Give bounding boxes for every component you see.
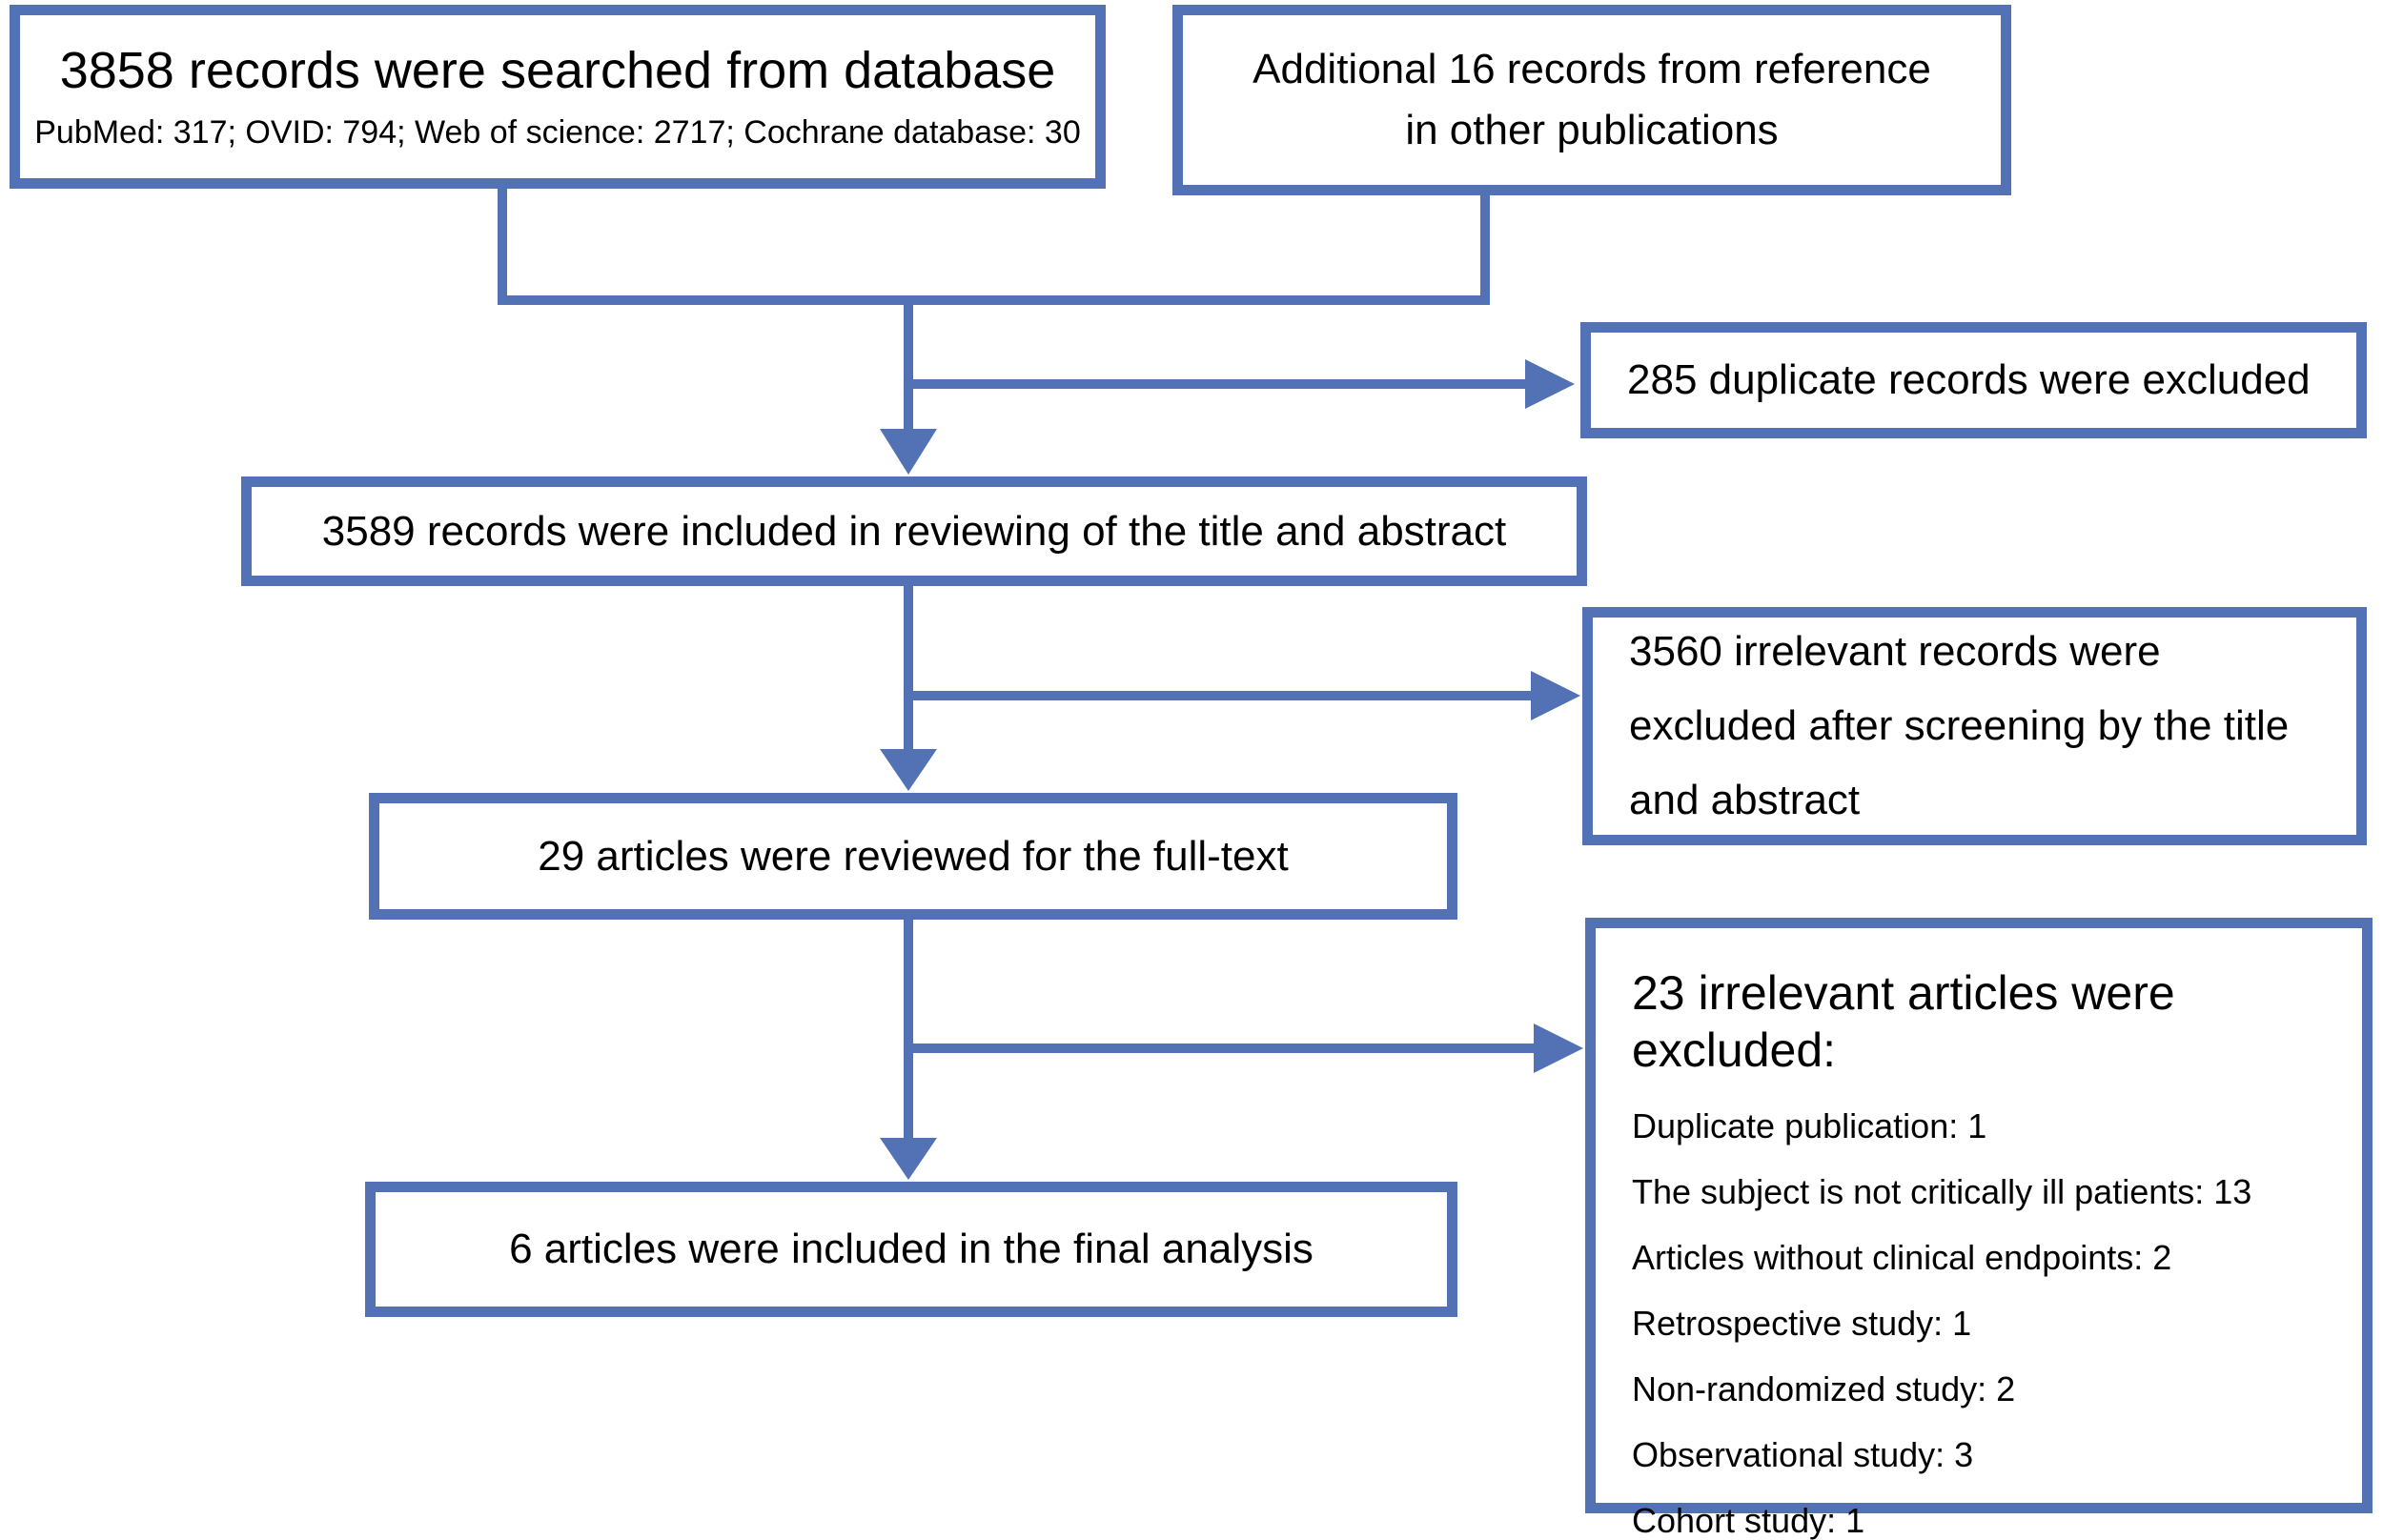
fulltext-reviewed-text: 29 articles were reviewed for the full-t… <box>538 832 1289 880</box>
duplicates-excluded-text: 285 duplicate records were excluded <box>1627 356 2311 403</box>
additional-records-line2: in other publications <box>1405 107 1779 153</box>
box-records-searched: 3858 records were searched from database… <box>10 5 1106 189</box>
arrow-right-icon <box>1531 671 1580 720</box>
exclusion-reason-item: Articles without clinical endpoints: 2 <box>1632 1238 2172 1277</box>
title-abstract-included-text: 3589 records were included in reviewing … <box>321 507 1507 555</box>
arrow-right-icon <box>1525 359 1575 409</box>
box-fulltext-reviewed: 29 articles were reviewed for the full-t… <box>369 793 1457 920</box>
arrow-right-icon <box>1534 1023 1583 1073</box>
fulltext-excluded-heading: 23 irrelevant articles were excluded: <box>1632 966 2175 1077</box>
exclusion-reason-item: Cohort study: 1 <box>1632 1501 1865 1540</box>
box-duplicates-excluded: 285 duplicate records were excluded <box>1580 322 2367 438</box>
exclusion-reason-item: Non-randomized study: 2 <box>1632 1369 2016 1408</box>
box-title-abstract-included: 3589 records were included in reviewing … <box>241 476 1587 586</box>
box-fulltext-excluded: 23 irrelevant articles were excluded: Du… <box>1585 918 2373 1539</box>
exclusion-reason-item: Retrospective study: 1 <box>1632 1304 1972 1343</box>
arrow-down-icon <box>880 749 937 791</box>
exclusion-reason-item: Duplicate publication: 1 <box>1632 1106 1987 1145</box>
title-abstract-excluded-line3: and abstract <box>1629 777 1861 823</box>
box-title-abstract-excluded: 3560 irrelevant records were excluded af… <box>1582 607 2367 845</box>
box-final-included: 6 articles were included in the final an… <box>365 1182 1457 1317</box>
additional-records-line1: Additional 16 records from reference <box>1253 46 1931 92</box>
arrow-down-icon <box>880 1138 937 1180</box>
title-abstract-excluded-line2: excluded after screening by the title <box>1629 702 2290 749</box>
final-included-text: 6 articles were included in the final an… <box>509 1226 1314 1272</box>
title-abstract-excluded-line1: 3560 irrelevant records were <box>1629 628 2161 675</box>
records-searched-breakdown: PubMed: 317; OVID: 794; Web of science: … <box>34 113 1081 151</box>
arrow-down-icon <box>880 429 937 475</box>
records-searched-title: 3858 records were searched from database <box>59 41 1056 99</box>
exclusion-reason-item: Observational study: 3 <box>1632 1435 1974 1474</box>
box-additional-records: Additional 16 records from reference in … <box>1172 5 2011 195</box>
exclusion-reason-item: The subject is not critically ill patien… <box>1632 1172 2252 1211</box>
